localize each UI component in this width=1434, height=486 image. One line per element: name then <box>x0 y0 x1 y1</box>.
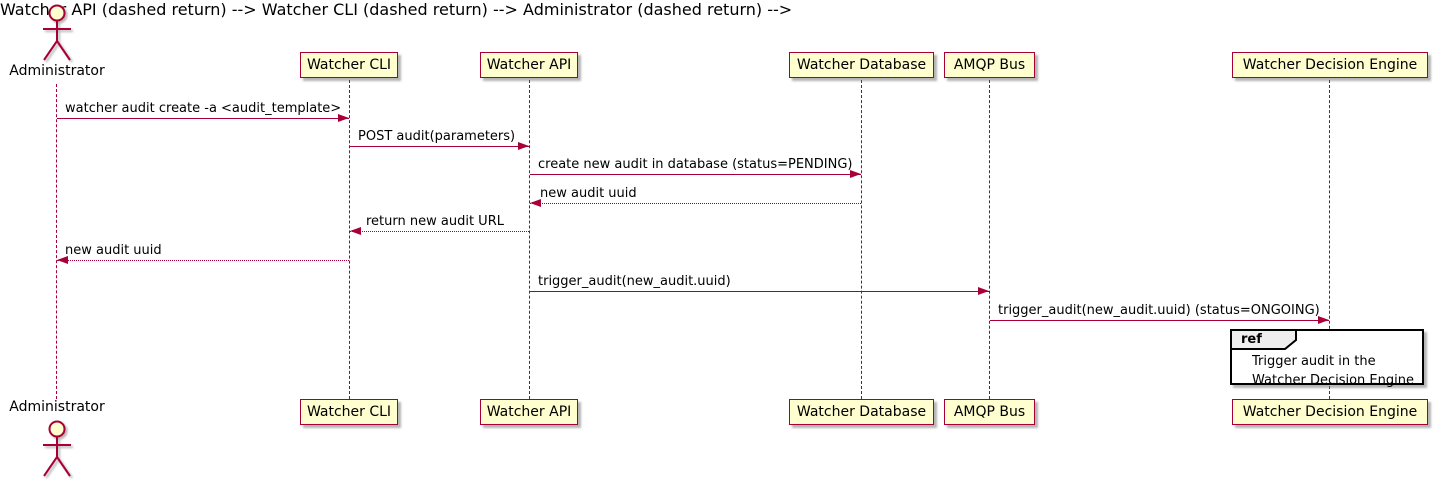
message-label: return new audit URL <box>366 214 504 229</box>
arrowhead-right-icon <box>518 142 529 150</box>
participant-amqp-bus-bottom: AMQP Bus <box>944 399 1035 425</box>
message-label: POST audit(parameters) <box>358 129 516 144</box>
participant-watcher-decision-engine-top: Watcher Decision Engine <box>1232 52 1428 78</box>
message-label: trigger_audit(new_audit.uuid) <box>538 274 731 289</box>
participant-label: Watcher API <box>486 404 572 420</box>
participant-label: Watcher CLI <box>306 57 392 73</box>
arrowhead-right-icon <box>850 170 861 178</box>
message-label: new audit uuid <box>540 186 637 201</box>
ref-text-line: Trigger audit in the <box>1252 354 1376 369</box>
actor-label-administrator-top: Administrator <box>9 63 105 79</box>
lifeline-amqp-bus <box>989 80 990 399</box>
lifeline-watcher-decision-engine <box>1329 80 1330 399</box>
participant-watcher-database-top: Watcher Database <box>789 52 934 78</box>
participant-label: Watcher CLI <box>306 404 392 420</box>
message-line <box>57 118 349 119</box>
arrowhead-right-icon <box>338 114 349 122</box>
participant-watcher-api-top: Watcher API <box>480 52 578 78</box>
participant-label: Watcher Database <box>796 57 927 73</box>
actor-icon <box>43 4 71 61</box>
message-line <box>530 291 989 292</box>
actor-icon <box>43 420 71 477</box>
participant-label: AMQP Bus <box>953 404 1026 420</box>
ref-text-line: Watcher Decision Engine <box>1252 373 1414 388</box>
message-line <box>530 203 861 204</box>
ref-fragment: ref Trigger audit in the Watcher Decisio… <box>1230 329 1424 388</box>
arrowhead-left-icon <box>530 199 541 207</box>
participant-label: Watcher Decision Engine <box>1242 57 1418 73</box>
participant-watcher-api-bottom: Watcher API <box>480 399 578 425</box>
message-label: create new audit in database (status=PEN… <box>538 157 853 172</box>
lifeline-watcher-cli <box>349 80 350 399</box>
message-line <box>350 146 529 147</box>
message-label: watcher audit create -a <audit_template> <box>65 101 342 116</box>
arrowhead-right-icon <box>1318 316 1329 324</box>
lifeline-watcher-database <box>861 80 862 399</box>
participant-label: Watcher API <box>486 57 572 73</box>
actor-label-administrator-bottom: Administrator <box>9 399 105 415</box>
message-line <box>990 320 1329 321</box>
arrowhead-left-icon <box>57 256 68 264</box>
ref-header-pentagon-icon <box>1230 329 1297 350</box>
message-line <box>350 231 529 232</box>
message-label: new audit uuid <box>65 243 162 258</box>
ref-keyword: ref <box>1241 332 1262 347</box>
participant-watcher-cli-bottom: Watcher CLI <box>300 399 398 425</box>
message-line <box>57 260 349 261</box>
participant-amqp-bus-top: AMQP Bus <box>944 52 1035 78</box>
participant-watcher-cli-top: Watcher CLI <box>300 52 398 78</box>
lifeline-watcher-api <box>529 80 530 399</box>
ref-body: Trigger audit in the Watcher Decision En… <box>1252 352 1414 390</box>
participant-label: Watcher Decision Engine <box>1242 404 1418 420</box>
participant-watcher-database-bottom: Watcher Database <box>789 399 934 425</box>
message-label: trigger_audit(new_audit.uuid) (status=ON… <box>998 303 1320 318</box>
arrowhead-left-icon <box>350 227 361 235</box>
arrowhead-right-icon <box>978 287 989 295</box>
lifeline-administrator <box>56 84 57 399</box>
participant-label: Watcher Database <box>796 404 927 420</box>
message-line <box>530 174 861 175</box>
participant-label: AMQP Bus <box>953 57 1026 73</box>
participant-watcher-decision-engine-bottom: Watcher Decision Engine <box>1232 399 1428 425</box>
